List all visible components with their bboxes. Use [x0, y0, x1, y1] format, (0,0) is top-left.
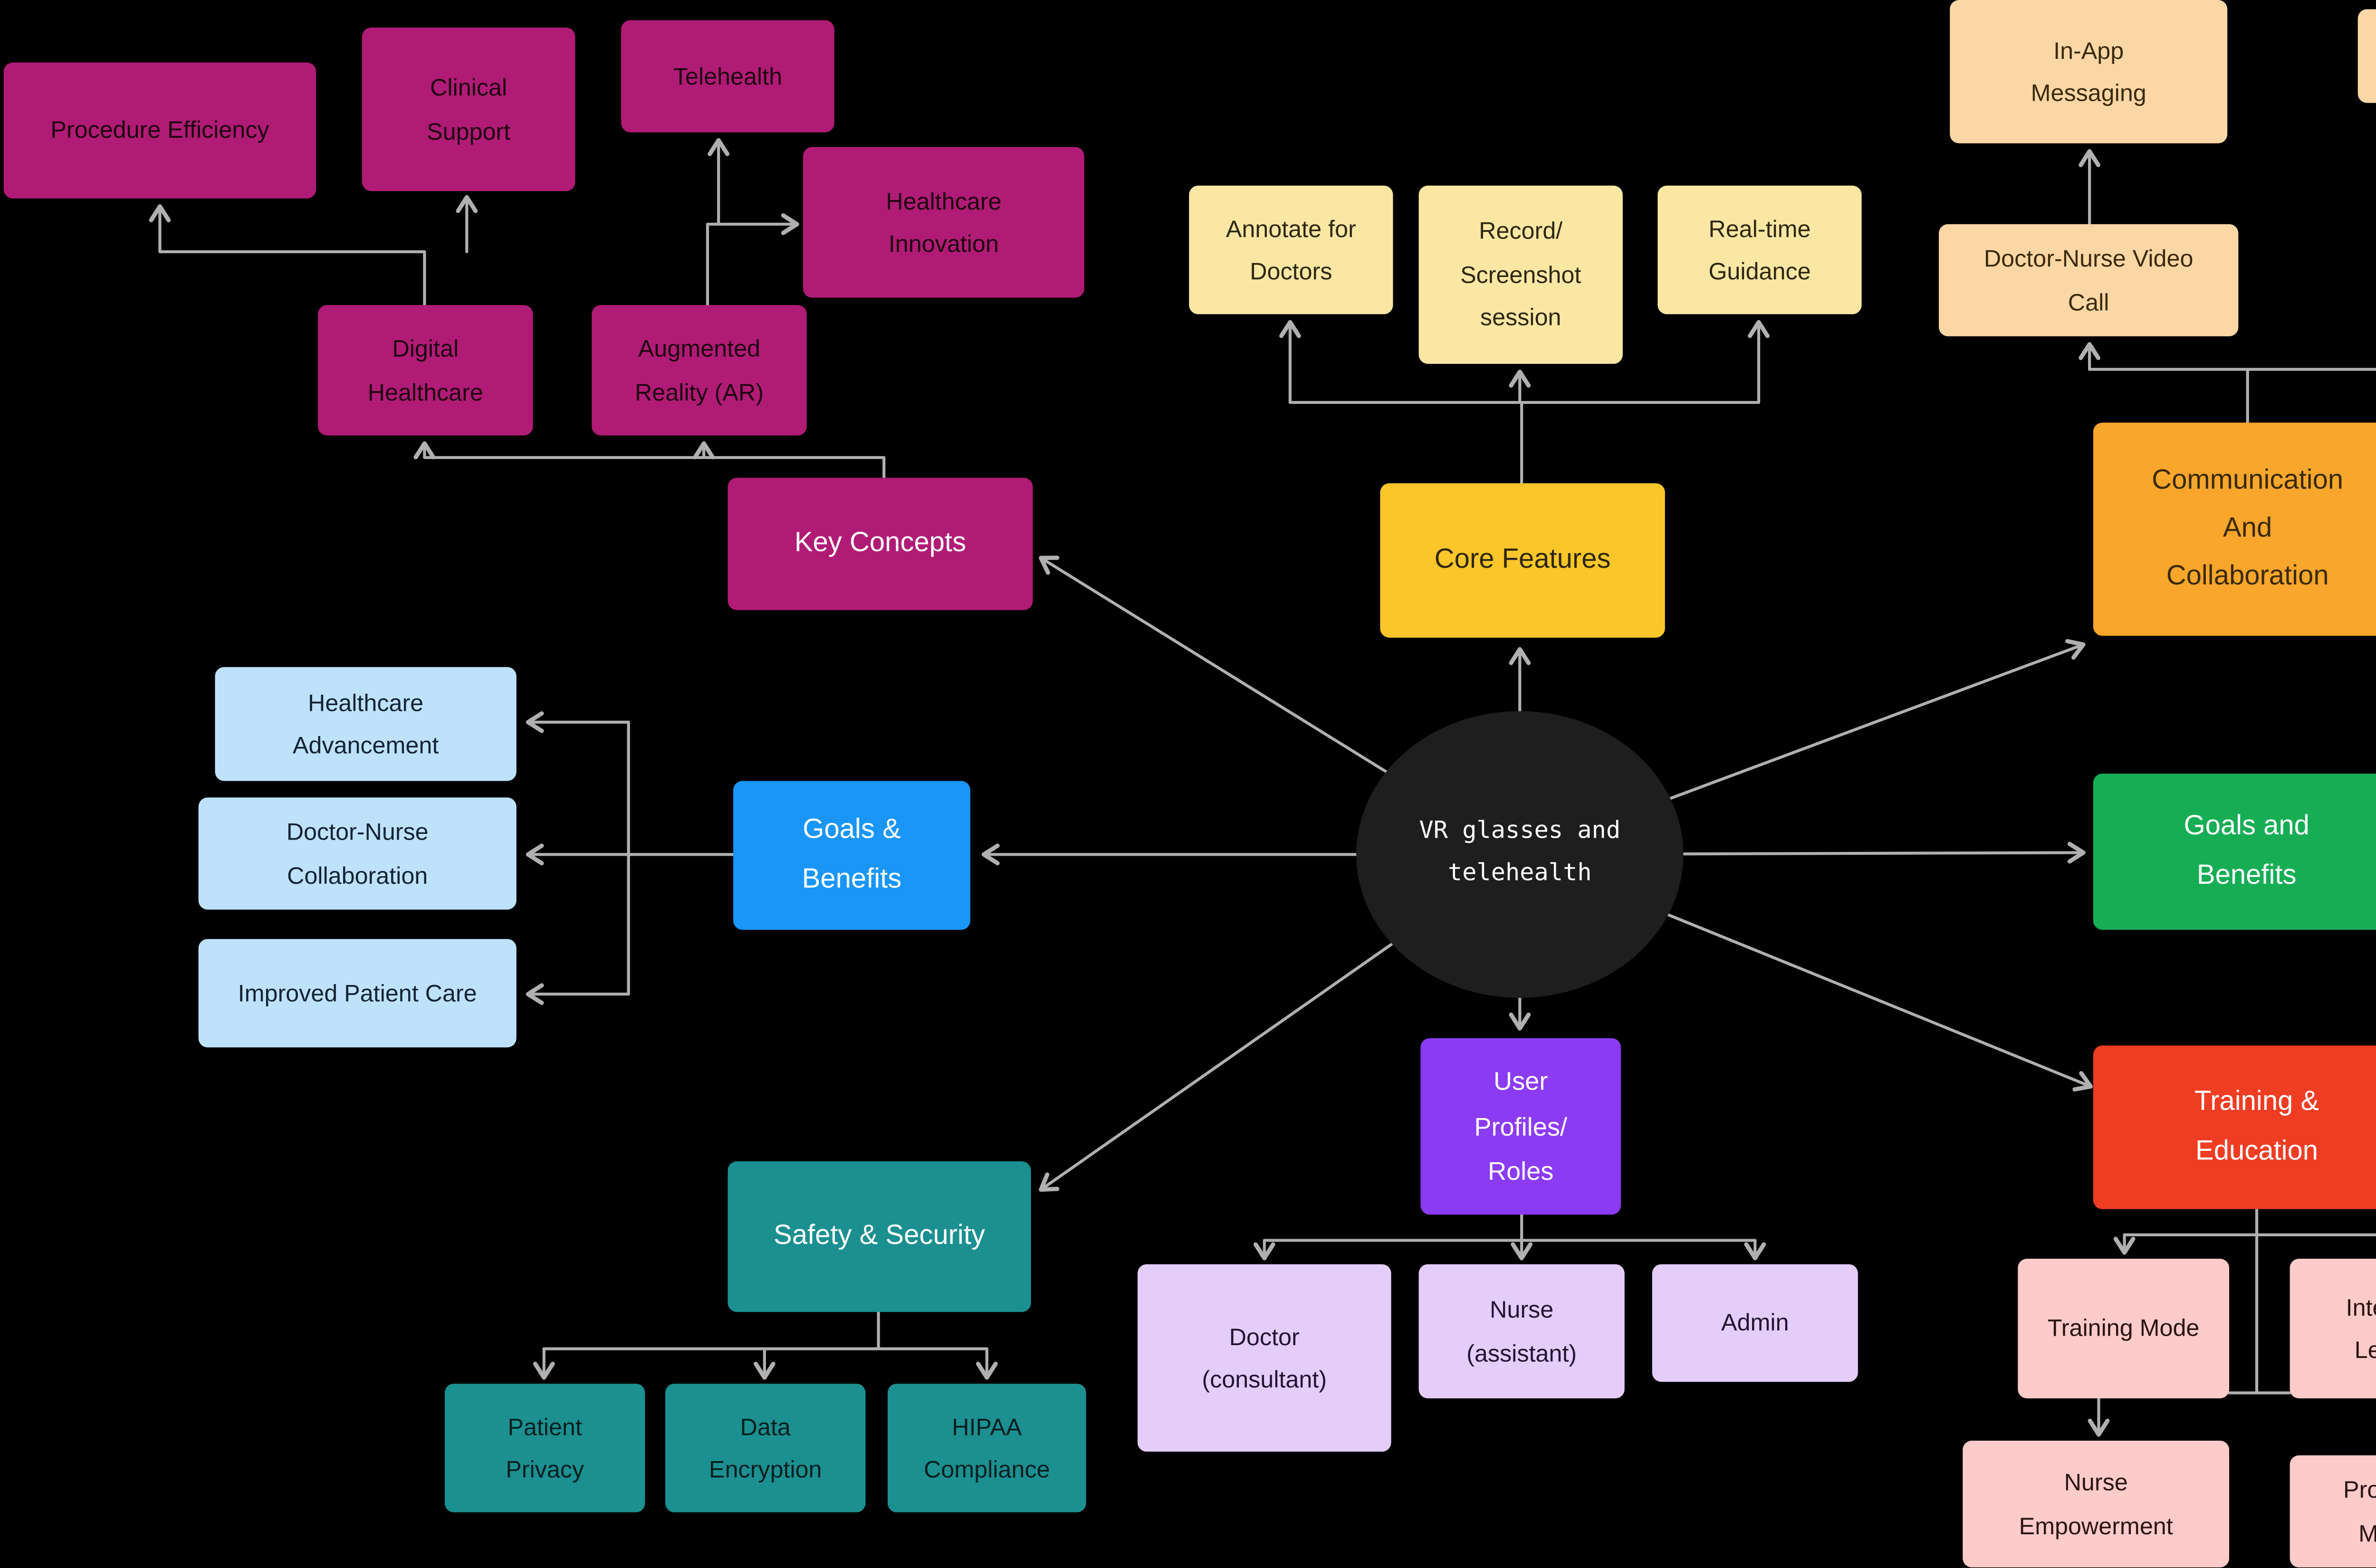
- core-features-branch-lines: [1279, 320, 1770, 485]
- node-nurse-assistant[interactable]: Nurse (assistant): [1418, 1264, 1625, 1399]
- node-strategies[interactable]: Strategies: [2357, 9, 2376, 103]
- node-center-topic[interactable]: VR glasses and telehealth: [1356, 711, 1684, 998]
- node-improved-patient-care-left[interactable]: Improved Patient Care: [198, 939, 517, 1048]
- node-annotate-for-doctors[interactable]: Annotate for Doctors: [1189, 185, 1393, 315]
- node-safety-security[interactable]: Safety & Security: [728, 1161, 1031, 1312]
- node-admin[interactable]: Admin: [1652, 1264, 1858, 1382]
- training-branch-lines: [2088, 1207, 2376, 1437]
- node-communication-and-collaboration[interactable]: Communication And Collaboration: [2093, 422, 2376, 636]
- node-clinical-support[interactable]: Clinical Support: [362, 28, 575, 191]
- node-doctor-nurse-collaboration-left[interactable]: Doctor-Nurse Collaboration: [198, 797, 517, 910]
- node-healthcare-innovation[interactable]: Healthcare Innovation: [803, 147, 1084, 298]
- node-doctor-consultant[interactable]: Doctor (consultant): [1137, 1264, 1391, 1452]
- node-procedural-mastery[interactable]: Procedural Mastery: [2290, 1455, 2376, 1568]
- node-telehealth[interactable]: Telehealth: [621, 20, 834, 133]
- safety-branch-lines: [533, 1310, 998, 1380]
- node-user-profiles-roles[interactable]: User Profiles/ Roles: [1420, 1038, 1621, 1215]
- node-training-education[interactable]: Training & Education: [2093, 1045, 2376, 1209]
- node-nurse-empowerment[interactable]: Nurse Empowerment: [1963, 1440, 2230, 1568]
- goals-benefits-left-branch-lines: [526, 711, 735, 1005]
- key-concepts-branch-lines: [149, 138, 886, 479]
- node-healthcare-advancement-left[interactable]: Healthcare Advancement: [215, 667, 517, 781]
- communication-branch-lines: [2079, 149, 2376, 424]
- node-training-mode[interactable]: Training Mode: [2018, 1259, 2230, 1399]
- node-goals-benefits-left[interactable]: Goals & Benefits: [733, 781, 970, 930]
- node-interactive-learning[interactable]: Interactive Learning: [2290, 1259, 2376, 1399]
- node-digital-healthcare[interactable]: Digital Healthcare: [318, 305, 533, 436]
- node-data-encryption[interactable]: Data Encryption: [665, 1384, 866, 1512]
- user-profiles-branch-lines: [1253, 1213, 1766, 1261]
- node-hipaa-compliance[interactable]: HIPAA Compliance: [887, 1384, 1086, 1512]
- node-real-time-guidance[interactable]: Real-time Guidance: [1657, 185, 1862, 315]
- node-record-screenshot-session[interactable]: Record/ Screenshot session: [1418, 185, 1623, 364]
- node-procedure-efficiency[interactable]: Procedure Efficiency: [3, 62, 316, 199]
- node-augmented-reality[interactable]: Augmented Reality (AR): [592, 305, 807, 436]
- node-patient-privacy[interactable]: Patient Privacy: [444, 1384, 645, 1512]
- node-doctor-nurse-video-call[interactable]: Doctor-Nurse Video Call: [1939, 224, 2239, 336]
- node-core-features[interactable]: Core Features: [1380, 483, 1665, 638]
- node-goals-and-benefits[interactable]: Goals and Benefits: [2093, 774, 2376, 930]
- node-in-app-messaging[interactable]: In-App Messaging: [1950, 0, 2228, 143]
- node-key-concepts[interactable]: Key Concepts: [728, 478, 1033, 610]
